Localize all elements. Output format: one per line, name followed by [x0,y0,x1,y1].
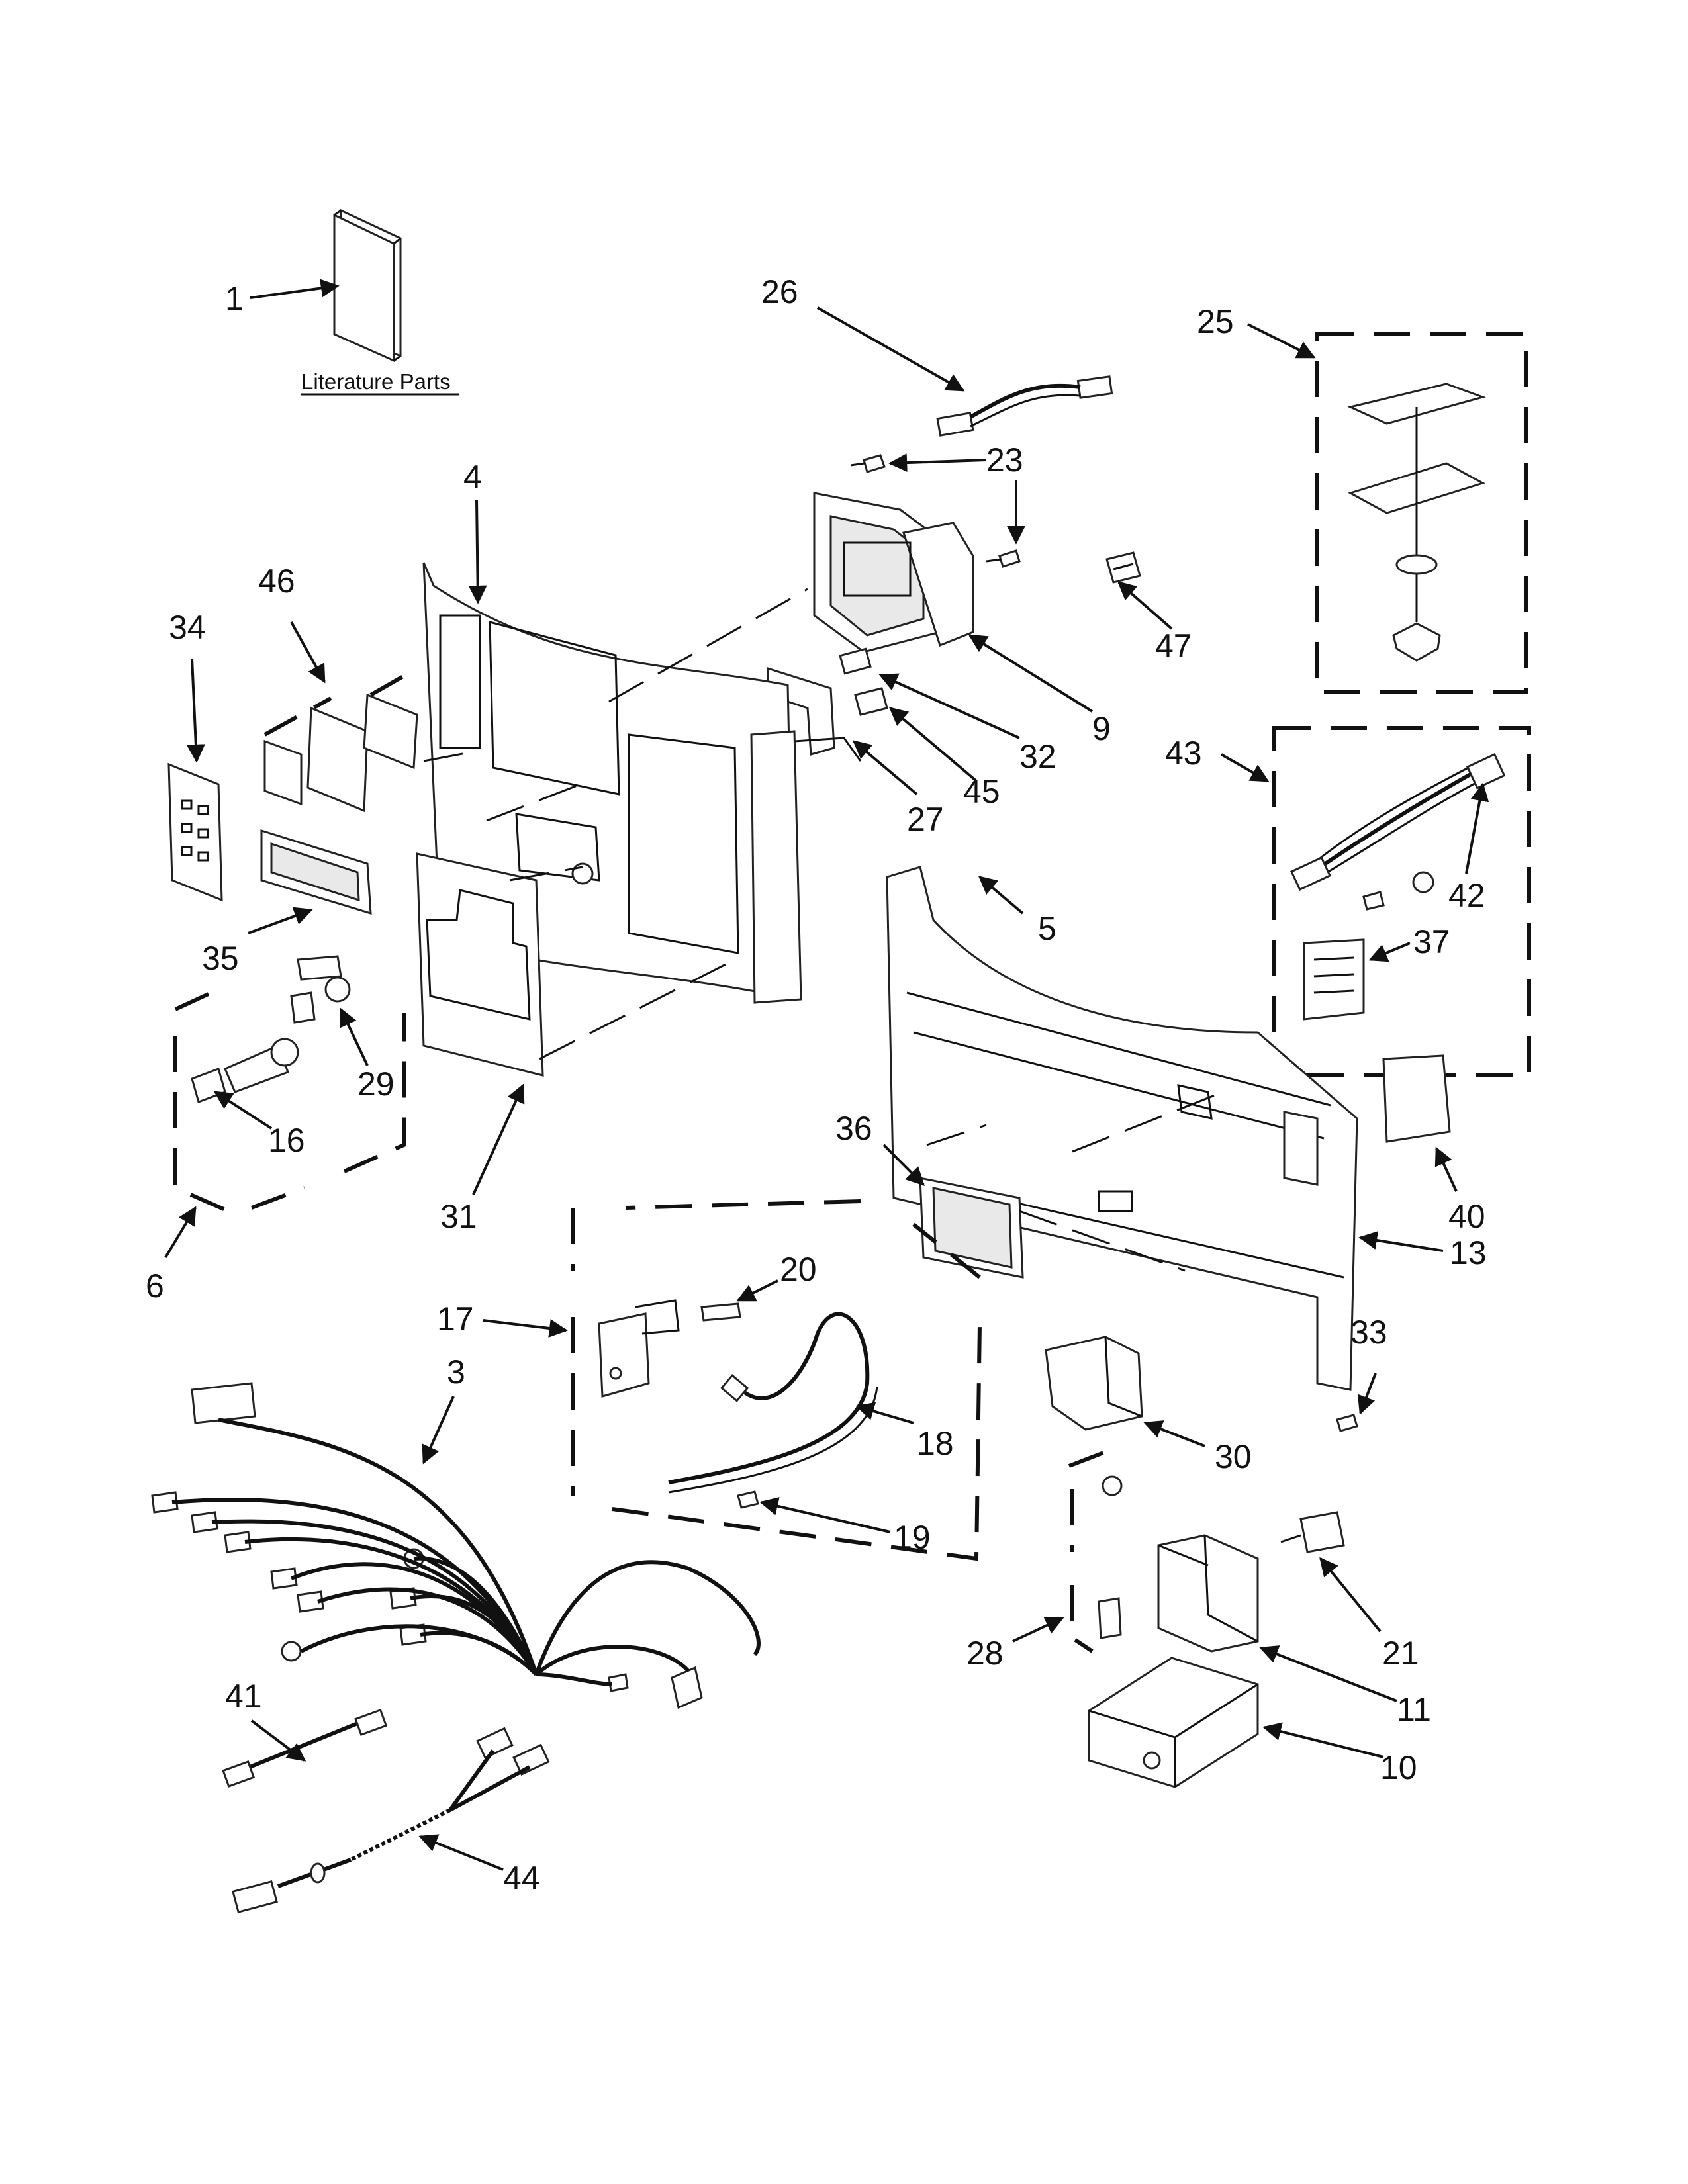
cover-11 [1157,1534,1259,1653]
connector-47 [1105,551,1141,584]
callout-30: 30 [1215,1438,1252,1475]
harness-44 [232,1727,550,1914]
control-housing [813,492,974,653]
lock-bracket-29 [290,955,351,1024]
callout-19: 19 [894,1519,931,1556]
main-harness-3 [151,1382,761,1709]
console-back-13 [886,866,1358,1391]
callout-44: 44 [503,1860,540,1897]
screw-33 [1336,1414,1358,1432]
overlay-34 [167,762,223,902]
callout-5: 5 [1038,910,1056,947]
callout-10: 10 [1380,1749,1417,1786]
group-43-box [1272,726,1531,1077]
callout-26: 26 [761,273,798,310]
callout-4: 4 [463,459,482,496]
callout-18: 18 [917,1425,954,1462]
lock-cylinder-16 [191,1038,299,1103]
part-25-assembly [1347,383,1486,662]
callout-33: 33 [1350,1314,1387,1351]
callout-32: 32 [1019,738,1056,775]
box-10 [1088,1657,1259,1788]
display-35 [260,829,372,915]
switch-20 [700,1302,741,1322]
group-28-outline [1068,1447,1113,1653]
callout-40: 40 [1448,1198,1485,1235]
part-40 [1382,1054,1451,1143]
callout-17: 17 [437,1300,474,1338]
switch-32 [839,647,872,675]
pad-45 [854,687,888,716]
callout-37: 37 [1413,923,1450,960]
callout-46: 46 [258,563,295,600]
screw-19 [737,1490,759,1509]
sensor-17 [598,1299,680,1398]
callout-20: 20 [780,1251,817,1288]
callout-47: 47 [1155,627,1192,664]
callout-42: 42 [1448,877,1485,914]
harness-42 [1290,752,1506,911]
group-6-outline [173,987,406,1213]
gasket-31 [416,852,544,1077]
callout-9: 9 [1092,710,1111,747]
part-28-components [1098,1475,1123,1639]
callout-3: 3 [447,1353,465,1390]
callout-25: 25 [1197,303,1234,340]
callout-35: 35 [202,940,239,977]
callout-16: 16 [268,1122,305,1159]
callout-arrows [164,279,1489,1871]
screw-23-lower [986,549,1021,568]
literature-booklet [333,208,402,363]
callout-6: 6 [146,1267,164,1304]
callout-1: 1 [225,280,244,317]
callout-29: 29 [357,1066,395,1103]
callout-11: 11 [1397,1691,1431,1728]
callout-31: 31 [440,1198,477,1235]
callout-13: 13 [1450,1234,1487,1271]
callout-23: 23 [986,441,1023,478]
harness-18 [668,1312,878,1494]
group-17-outline [571,1199,982,1561]
callout-34: 34 [169,609,206,646]
literature-parts-caption: Literature Parts [301,369,451,394]
keypad-46 [263,666,418,813]
jumper-41 [222,1708,388,1788]
callout-41: 41 [225,1678,262,1715]
callout-36: 36 [835,1110,872,1147]
callout-27: 27 [907,801,944,838]
switch-21 [1280,1511,1345,1553]
callout-45: 45 [963,773,1000,810]
callout-21: 21 [1382,1635,1419,1672]
callout-43: 43 [1165,735,1202,772]
screw-23-upper [850,454,886,473]
ribbon-harness [936,375,1113,437]
callout-28: 28 [966,1635,1004,1672]
switch-37 [1303,938,1365,1021]
bracket-30 [1045,1336,1143,1431]
assembly-leader-lines [423,588,1215,1272]
